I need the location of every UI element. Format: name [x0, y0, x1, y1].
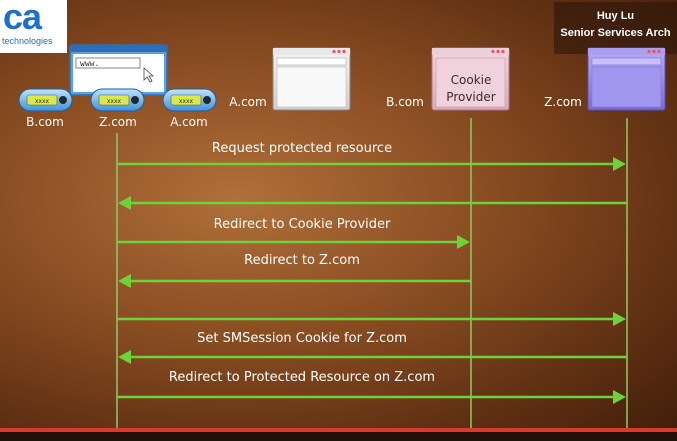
- message-arrow: [118, 196, 627, 210]
- server-label-b: B.com: [26, 115, 64, 129]
- server-pill-b: xxxx: [18, 88, 73, 112]
- b-com-label: B.com: [386, 95, 424, 109]
- z-com-window: [587, 47, 666, 111]
- message-arrow: [117, 312, 626, 326]
- svg-text:xxxx: xxxx: [179, 98, 194, 105]
- message-arrow: [117, 235, 470, 249]
- message-arrow: [118, 350, 627, 364]
- presenter-title: Senior Services Arch: [560, 27, 671, 39]
- ca-logo-tagline: technologies: [2, 36, 53, 46]
- a-com-label: A.com: [229, 95, 266, 109]
- server-label-z: Z.com: [99, 115, 137, 129]
- message-label: Set SMSession Cookie for Z.com: [197, 331, 407, 346]
- browser-url-text: www.: [80, 59, 99, 68]
- presenter-name: Huy Lu: [596, 10, 635, 22]
- svg-text:xxxx: xxxx: [107, 98, 122, 105]
- cookie-provider-line2: Provider: [446, 90, 495, 104]
- message-label: Request protected resource: [212, 141, 392, 156]
- message-arrow: [118, 274, 471, 288]
- cookie-provider-line1: Cookie: [451, 73, 492, 87]
- cookie-provider-window: [431, 47, 510, 111]
- ca-logo: ca technologies: [0, 0, 67, 53]
- z-com-label: Z.com: [544, 95, 582, 109]
- message-label: Redirect to Z.com: [244, 253, 360, 268]
- svg-text:xxxx: xxxx: [35, 98, 50, 105]
- browser-window: www.: [69, 44, 168, 96]
- message-arrow: [117, 157, 626, 171]
- server-pill-a: xxxx: [162, 88, 217, 112]
- accent-bar: [0, 428, 677, 432]
- message-label: Redirect to Protected Resource on Z.com: [169, 370, 435, 385]
- server-pill-z: xxxx: [90, 88, 145, 112]
- a-com-window: [272, 47, 351, 111]
- server-label-a: A.com: [170, 115, 207, 129]
- bottom-strip: [0, 432, 677, 441]
- ca-logo-mark: ca: [3, 0, 42, 37]
- cursor-icon: [143, 67, 155, 83]
- message-label: Redirect to Cookie Provider: [214, 217, 391, 232]
- message-arrow: [117, 390, 626, 404]
- presenter-box: Huy Lu Senior Services Arch: [554, 2, 677, 54]
